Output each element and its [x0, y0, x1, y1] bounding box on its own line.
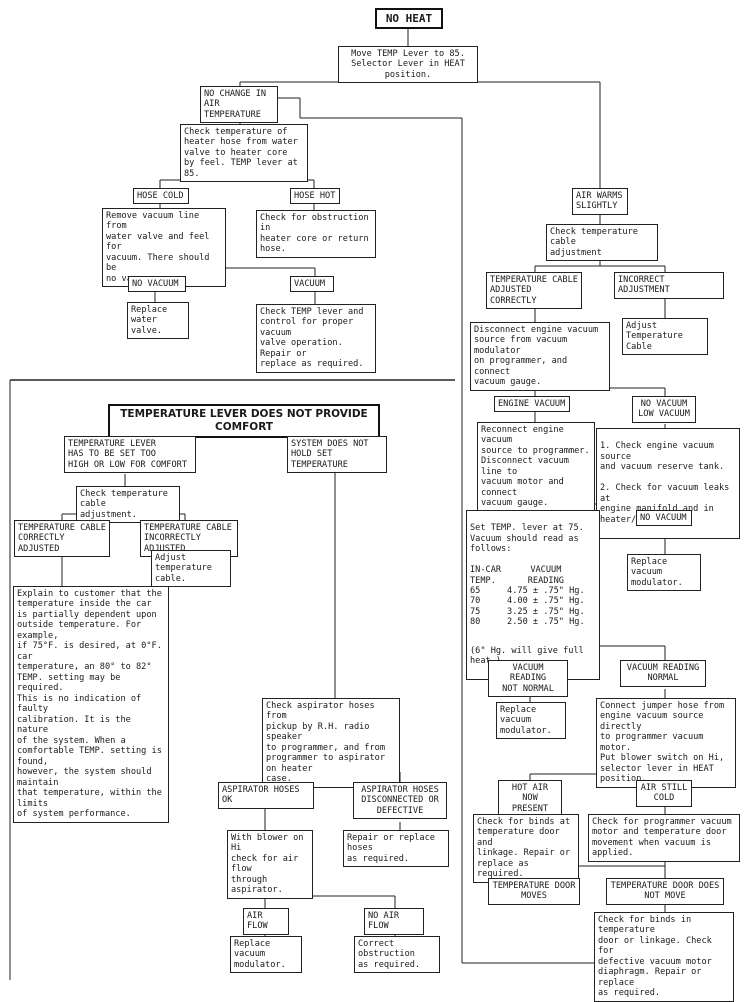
replace-modulator-step-1: Replace vacuum modulator.: [627, 554, 701, 592]
no-air-flow-label: NO AIR FLOW: [364, 908, 424, 935]
replace-water-valve-step: Replace water valve.: [127, 302, 189, 340]
reconnect-step: Reconnect engine vacuum source to progra…: [477, 422, 595, 512]
no-change-air-temp: NO CHANGE IN AIR TEMPERATURE: [200, 86, 278, 124]
table-row: 80 2.50 ± .75" Hg.: [470, 617, 591, 627]
check-binds-step-2: Check for binds in temperature door or l…: [594, 912, 734, 1002]
table-cell: 70: [470, 596, 481, 607]
hose-cold-label: HOSE COLD: [133, 188, 189, 205]
reading-normal-label: VACUUM READING NORMAL: [620, 660, 706, 687]
table-cell: 3.25 ± .75" Hg.: [507, 606, 585, 617]
vacuum-label-1: VACUUM: [290, 276, 334, 293]
table-cell: 80: [470, 616, 481, 627]
hoses-disconnected-label: ASPIRATOR HOSES DISCONNECTED OR DEFECTIV…: [353, 782, 447, 820]
cable-adjusted-correctly-label: TEMPERATURE CABLE ADJUSTED CORRECTLY: [486, 272, 582, 310]
hose-hot-label: HOSE HOT: [290, 188, 340, 205]
incorrect-adjustment-label: INCORRECT ADJUSTMENT: [614, 272, 724, 299]
air-warms-label: AIR WARMS SLIGHTLY: [572, 188, 628, 215]
engine-vacuum-label: ENGINE VACUUM: [494, 396, 570, 413]
check-binds-step-1: Check for binds at temperature door and …: [473, 814, 579, 883]
no-vacuum-label-2: NO VACUUM: [636, 510, 692, 527]
check-aspirator-step: Check aspirator hoses from pickup by R.H…: [262, 698, 400, 788]
table-head-reading: VACUUM READING: [527, 565, 564, 586]
connect-jumper-step: Connect jumper hose from engine vacuum s…: [596, 698, 736, 788]
table-row: 70 4.00 ± .75" Hg.: [470, 596, 591, 606]
check-obstruction-step: Check for obstruction in heater core or …: [256, 210, 376, 258]
vacuum-reading-table: IN-CAR TEMP. VACUUM READING 65 4.75 ± .75…: [470, 565, 591, 627]
move-temp-step: Move TEMP Lever to 85. Selector Lever in…: [338, 46, 478, 84]
check-hose-step: Check temperature of heater hose from wa…: [180, 124, 308, 183]
no-heat-title: NO HEAT: [375, 8, 443, 30]
cable-correct-label: TEMPERATURE CABLE CORRECTLY ADJUSTED: [14, 520, 110, 558]
vacuum-note: (6" Hg. will give full heat.): [470, 645, 584, 667]
table-cell: 75: [470, 606, 481, 617]
check-cable-step: Check temperature cable adjustment.: [76, 486, 180, 524]
hot-air-present-label: HOT AIR NOW PRESENT: [498, 780, 562, 818]
lever-too-high-label: TEMPERATURE LEVER HAS TO BE SET TOO HIGH…: [64, 436, 196, 474]
check-cable-adjustment-step: Check temperature cable adjustment: [546, 224, 658, 262]
adjust-cable-step: Adjust Temperature Cable: [622, 318, 708, 356]
air-flow-label: AIR FLOW: [243, 908, 289, 935]
correct-obstruction-step: Correct obstruction as required.: [354, 936, 440, 974]
adjust-cable-step-left: Adjust temperature cable.: [151, 550, 231, 588]
table-cell: 65: [470, 586, 481, 597]
no-low-vacuum-label: NO VACUUM LOW VACUUM: [632, 396, 696, 423]
table-cell: 4.75 ± .75" Hg.: [507, 586, 585, 597]
remove-vacuum-step: Remove vacuum line from water valve and …: [102, 208, 226, 288]
door-moves-label: TEMPERATURE DOOR MOVES: [488, 878, 580, 905]
table-cell: 4.00 ± .75" Hg.: [507, 596, 585, 607]
set-temp-step: Set TEMP. lever at 75. Vacuum should rea…: [466, 510, 600, 681]
door-not-move-label: TEMPERATURE DOOR DOES NOT MOVE: [606, 878, 724, 905]
table-row: 75 3.25 ± .75" Hg.: [470, 607, 591, 617]
comfort-title: TEMPERATURE LEVER DOES NOT PROVIDE COMFO…: [108, 404, 380, 438]
check-source-item-1: 1. Check engine vacuum source and vacuum…: [600, 441, 725, 473]
repair-hoses-step: Repair or replace hoses as required.: [343, 830, 449, 868]
no-vacuum-label-1: NO VACUUM: [128, 276, 186, 293]
hoses-ok-label: ASPIRATOR HOSES OK: [218, 782, 314, 809]
table-head-temp: IN-CAR TEMP.: [470, 565, 502, 586]
check-programmer-step: Check for programmer vacuum motor and te…: [588, 814, 740, 862]
disconnect-engine-step: Disconnect engine vacuum source from vac…: [470, 322, 610, 391]
replace-modulator-step-left: Replace vacuum modulator.: [230, 936, 302, 974]
replace-modulator-step-2: Replace vacuum modulator.: [496, 702, 566, 740]
set-temp-intro: Set TEMP. lever at 75. Vacuum should rea…: [470, 523, 584, 555]
blower-hi-step: With blower on Hi check for air flow thr…: [227, 830, 313, 899]
air-still-cold-label: AIR STILL COLD: [636, 780, 692, 807]
explain-customer-step: Explain to customer that the temperature…: [13, 586, 169, 823]
check-temp-lever-step: Check TEMP lever and control for proper …: [256, 304, 376, 373]
table-row: 65 4.75 ± .75" Hg.: [470, 586, 591, 596]
system-not-hold-label: SYSTEM DOES NOT HOLD SET TEMPERATURE: [287, 436, 387, 474]
reading-not-normal-label: VACUUM READING NOT NORMAL: [488, 660, 568, 698]
table-cell: 2.50 ± .75" Hg.: [507, 616, 585, 627]
